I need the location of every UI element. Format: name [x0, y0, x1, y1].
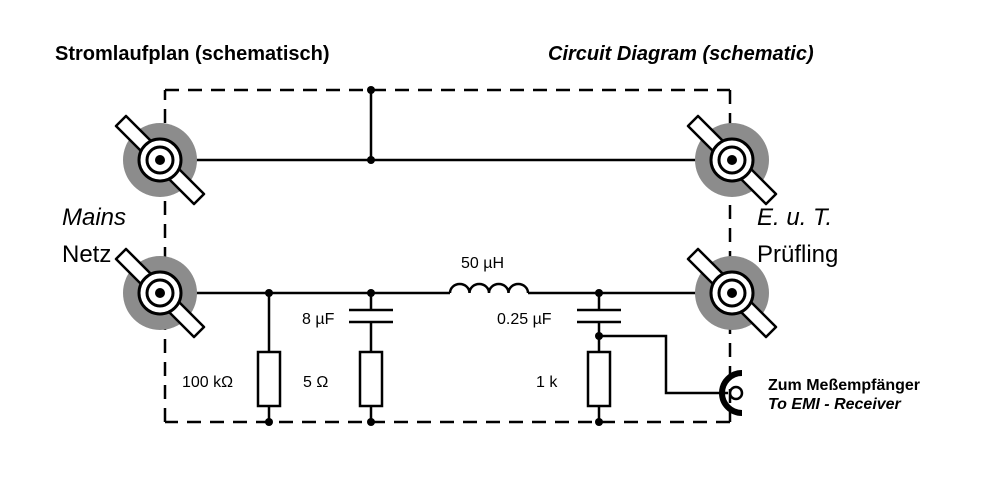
junction-node	[595, 418, 603, 426]
resistor-symbol	[586, 350, 612, 408]
junction-node	[265, 418, 273, 426]
receiver-connector-icon[interactable]	[719, 370, 744, 416]
heading-english: Circuit Diagram (schematic)	[548, 43, 814, 65]
mains-jack-bottom-icon[interactable]	[114, 247, 206, 339]
junction-node	[367, 289, 375, 297]
eut-label-english: E. u. T.	[757, 204, 832, 231]
inductor-label: 50 µH	[461, 255, 504, 272]
mains-label-german: Netz	[62, 241, 111, 268]
housing-frame	[163, 88, 732, 424]
resistor-symbol	[358, 350, 384, 408]
receiver-tap-wire	[599, 334, 728, 395]
eut-label-german: Prüfling	[757, 241, 838, 268]
resistor-symbol	[256, 350, 282, 408]
junction-node	[265, 289, 273, 297]
receiver-label-english: To EMI - Receiver	[768, 396, 902, 413]
junction-node	[595, 289, 603, 297]
mains-label-english: Mains	[62, 204, 126, 231]
mains-jack-top-icon[interactable]	[114, 114, 206, 206]
resistor-3-label: 1 k	[536, 374, 558, 391]
junction-node	[367, 86, 375, 94]
eut-jack-top-icon[interactable]	[686, 114, 778, 206]
resistor-2-label: 5 Ω	[303, 374, 328, 391]
inductor-symbol	[448, 282, 530, 294]
heading-german: Stromlaufplan (schematisch)	[55, 43, 330, 65]
junction-node	[367, 418, 375, 426]
receiver-label-german: Zum Meßempfänger	[768, 377, 920, 394]
capacitor-2-label: 0.25 µF	[497, 311, 552, 328]
resistor-1-label: 100 kΩ	[182, 374, 233, 391]
capacitor-1-label: 8 µF	[302, 311, 335, 328]
